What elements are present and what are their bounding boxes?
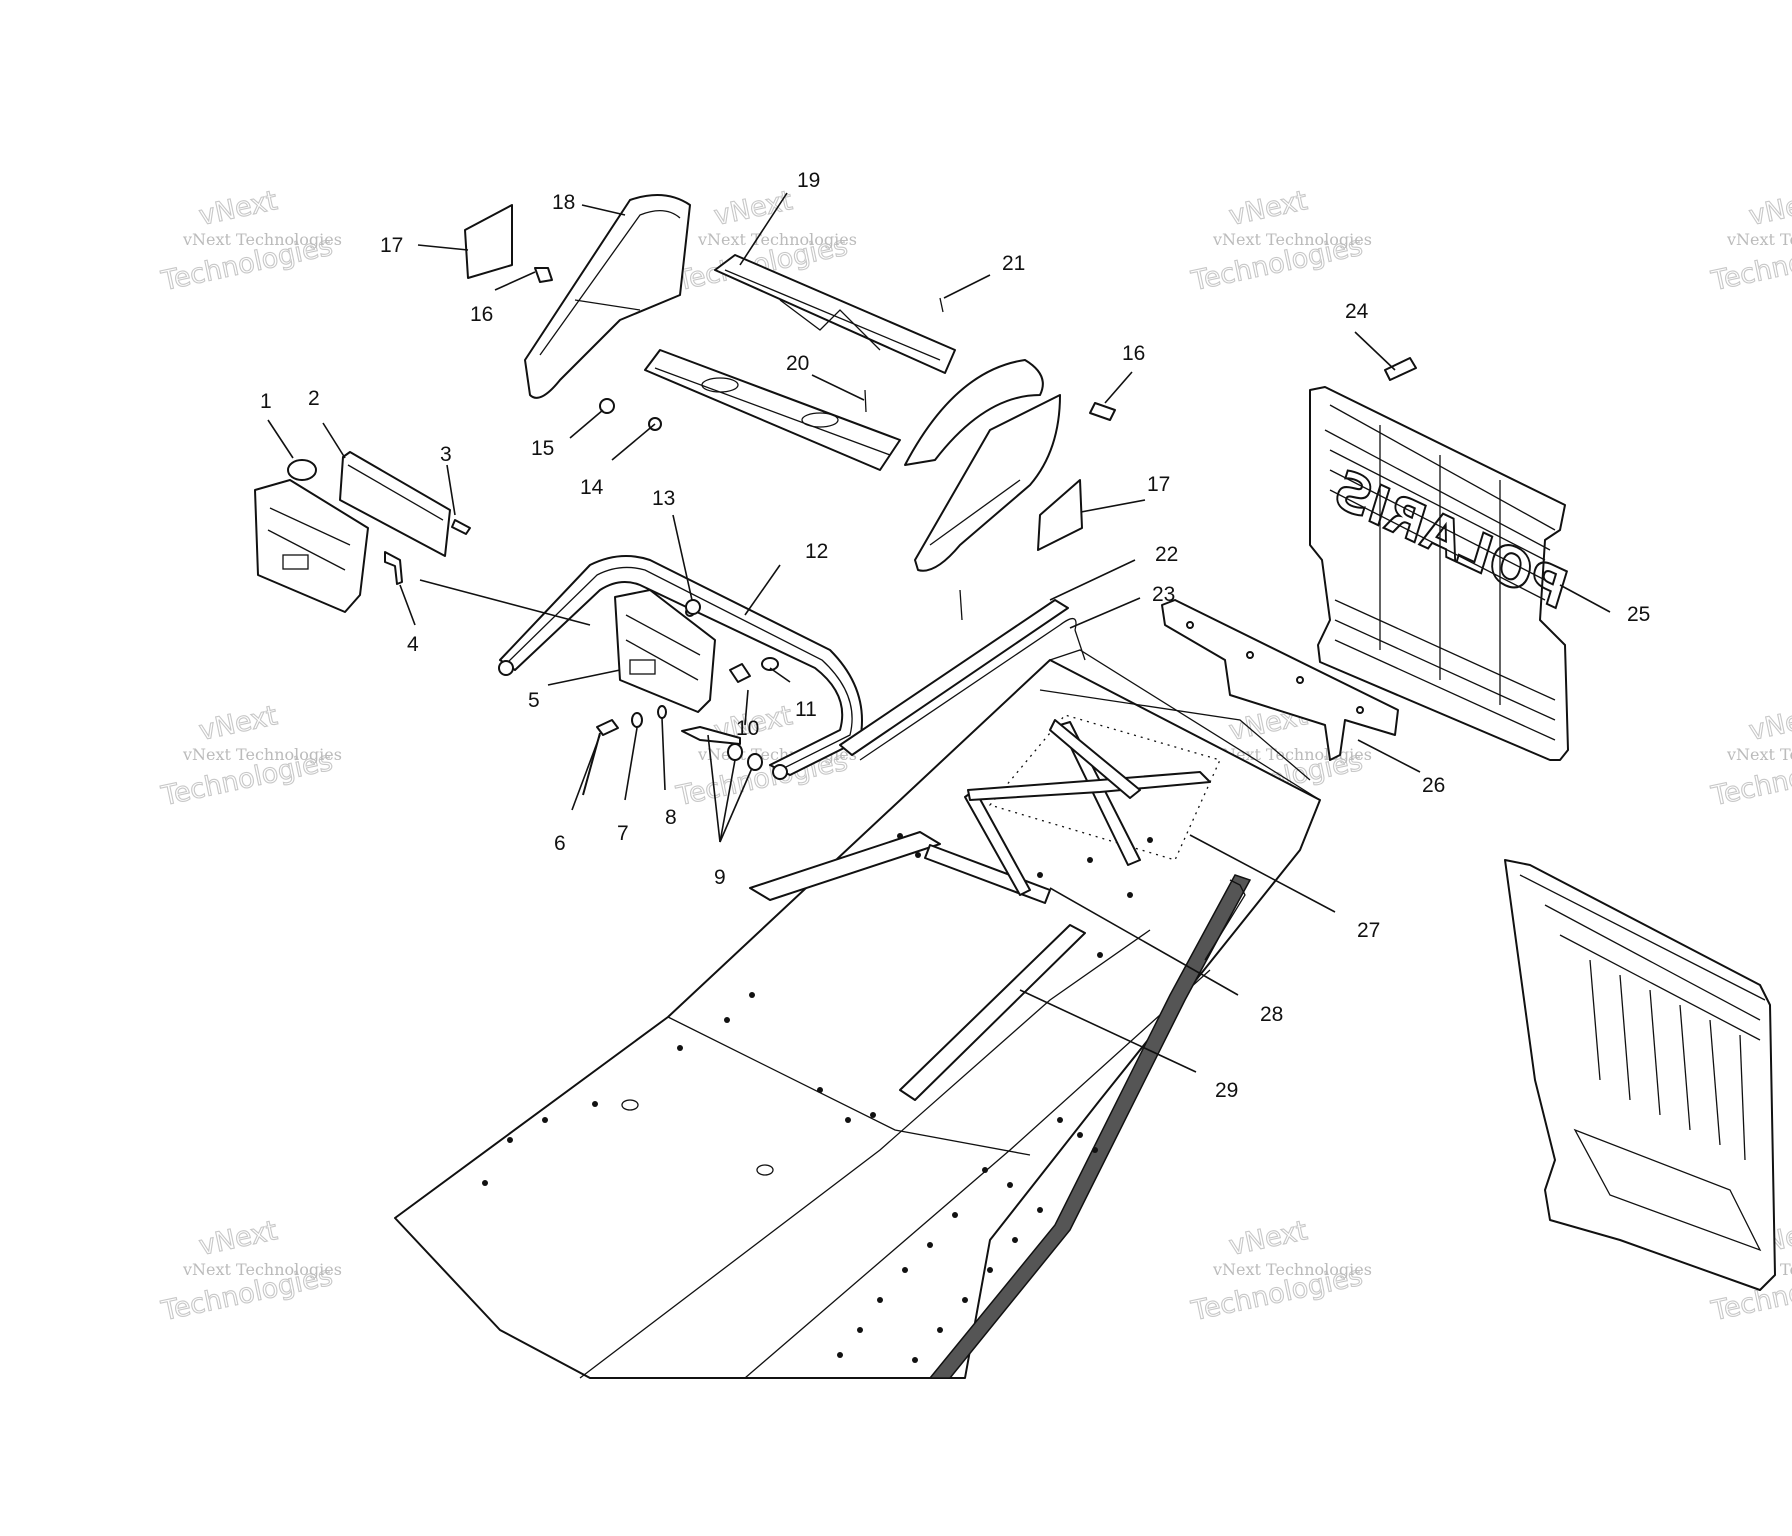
callout-20: 20 [786,352,809,375]
callout-11: 11 [795,698,817,721]
snowflap: POLARIS [1161,357,1575,761]
callout-16-right: 16 [1122,342,1145,365]
callout-18: 18 [552,191,575,214]
tail-light [254,451,471,613]
callout-3: 3 [440,443,452,466]
callouts: 1 2 3 4 5 6 7 8 9 10 11 12 13 14 15 16 1… [260,169,1650,1102]
svg-text:vNext: vNext [1746,700,1792,747]
callout-5: 5 [528,689,540,712]
snowflap-rear-view [1504,859,1776,1291]
svg-text:vNext: vNext [196,1215,280,1262]
svg-text:vNext: vNext [196,700,280,747]
svg-text:vNext: vNext [1746,185,1792,232]
watermark-text: vNext Technologies [182,745,342,764]
watermark-text: vNext Technologies [1726,230,1792,249]
callout-23: 23 [1152,583,1175,606]
grab-handles [464,194,1116,621]
callout-13: 13 [652,487,675,510]
callout-9: 9 [714,866,726,889]
callout-6: 6 [554,832,566,855]
callout-7: 7 [617,822,629,845]
callout-25: 25 [1627,603,1650,626]
callout-27: 27 [1357,919,1380,942]
watermark-text: vNext Technologies [182,230,342,249]
x-brace [964,719,1211,896]
watermark-text: vNext Technologies [1212,230,1372,249]
callout-1: 1 [260,390,272,413]
snowflap-ribs [1329,425,1556,741]
callout-29: 29 [1215,1079,1238,1102]
callout-22: 22 [1155,543,1178,566]
callout-26: 26 [1422,774,1445,797]
callout-24: 24 [1345,300,1369,323]
callout-17-right: 17 [1147,473,1170,496]
callout-8: 8 [665,806,677,829]
callout-28: 28 [1260,1003,1283,1026]
leader-lines [267,192,1611,1073]
hardware [582,599,779,796]
callout-12: 12 [805,540,828,563]
callout-19: 19 [797,169,820,192]
watermark-text: vNext Technologies [697,230,857,249]
svg-text:vNext: vNext [196,185,280,232]
callout-15: 15 [531,437,554,460]
svg-text:vNext: vNext [1226,1215,1310,1262]
callout-2: 2 [308,387,320,410]
callout-10: 10 [736,717,759,740]
svg-text:vNext: vNext [711,185,795,232]
callout-4: 4 [407,633,419,656]
tunnel-holes [482,833,1153,1363]
tunnel [394,649,1321,1379]
rear-bumper [498,555,1086,780]
watermark-text: vNext Technologies [1726,745,1792,764]
callout-14: 14 [580,476,604,499]
callout-21: 21 [1002,252,1025,275]
callout-17-left: 17 [380,234,403,257]
watermark-text: vNext Technologies [1212,1260,1372,1279]
watermark-text: vNext Technologies [182,1260,342,1279]
svg-text:vNext: vNext [1226,185,1310,232]
callout-16-left: 16 [470,303,493,326]
